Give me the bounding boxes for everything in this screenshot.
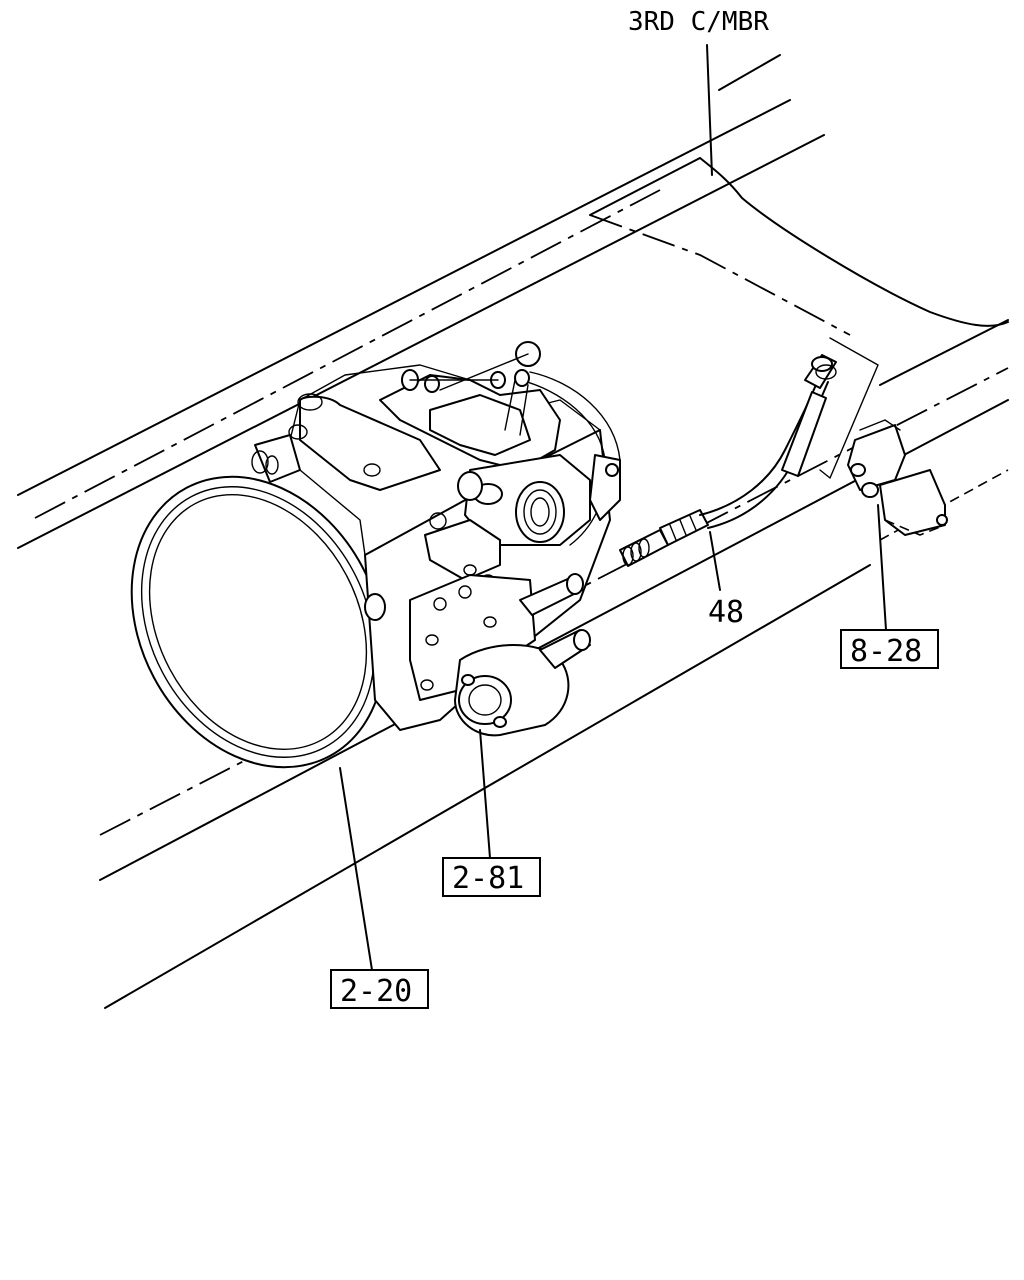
hose-leader: [709, 531, 721, 591]
pto-leader: [479, 729, 491, 859]
crossmember-label: 3RD C/MBR: [628, 7, 769, 37]
hose-assembly: [619, 337, 879, 567]
crossmember-leader: [706, 44, 713, 176]
transmission: [130, 341, 621, 769]
ref-transmission-label: 2-20: [340, 974, 412, 1009]
ref-valve-label: 8-28: [850, 634, 922, 669]
hose-part-label: 48: [708, 595, 744, 630]
pto-unit: [454, 573, 591, 737]
transmission-leader: [339, 767, 373, 971]
ref-box-pto[interactable]: 2-81: [442, 857, 541, 897]
ref-box-valve[interactable]: 8-28: [840, 629, 939, 669]
ref-box-transmission[interactable]: 2-20: [330, 969, 429, 1009]
ref-pto-label: 2-81: [452, 861, 524, 896]
valve-leader: [877, 504, 887, 631]
crossmember: [589, 54, 1009, 336]
valve-bracket: [847, 419, 948, 536]
